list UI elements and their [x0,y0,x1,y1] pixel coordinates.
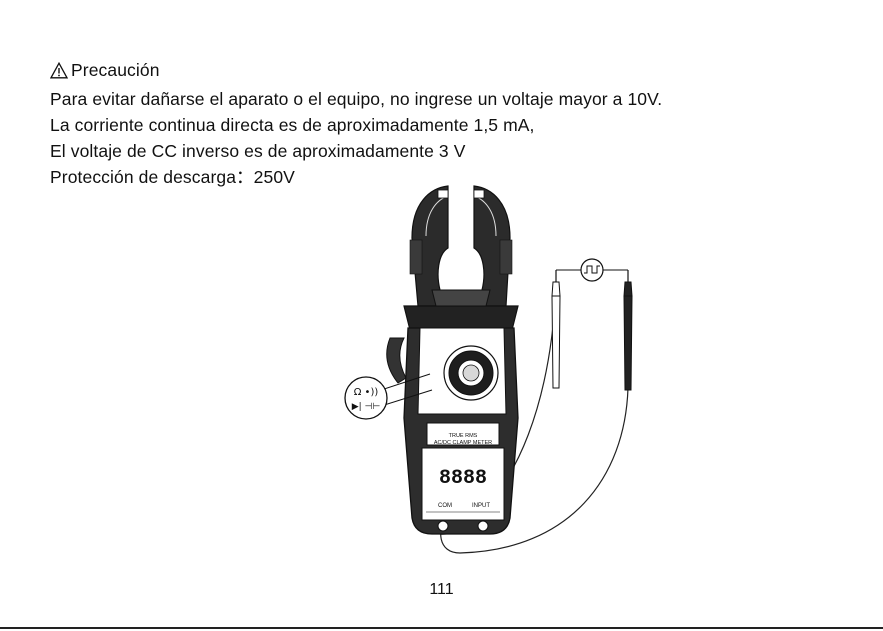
clamp-meter-diagram: TRUE RMS AC/DC CLAMP METER 8888 COM INPU… [340,178,660,558]
meter-body [404,328,518,534]
warning-triangle-icon [50,60,68,86]
caution-heading: Precaución [50,57,850,86]
meter-jack-com: COM [438,503,452,509]
caution-line-1: Para evitar dañarse el aparato o el equi… [50,86,850,112]
caution-title: Precaución [71,60,160,80]
caution-section: Precaución Para evitar dañarse el aparat… [50,57,850,190]
caution-line-2: La corriente continua directa es de apro… [50,112,850,138]
signal-source-icon [556,259,628,281]
meter-model-line2: AC/DC CLAMP METER [434,440,492,446]
black-test-probe [624,270,632,390]
clamp-jaws [410,186,512,306]
callout-diode-capacitor: ▶| ⊣⊢ [352,402,381,412]
page-bottom-rule [0,627,883,629]
meter-model-line1: TRUE RMS [449,433,478,439]
red-test-probe [552,270,560,388]
meter-jack-input: INPUT [472,503,490,509]
page-number: 111 [0,581,883,599]
callout-ohm-continuity: Ω •)) [354,387,379,398]
meter-display-digits: 8888 [439,467,487,490]
caution-line-3: El voltaje de CC inverso es de aproximad… [50,138,850,164]
